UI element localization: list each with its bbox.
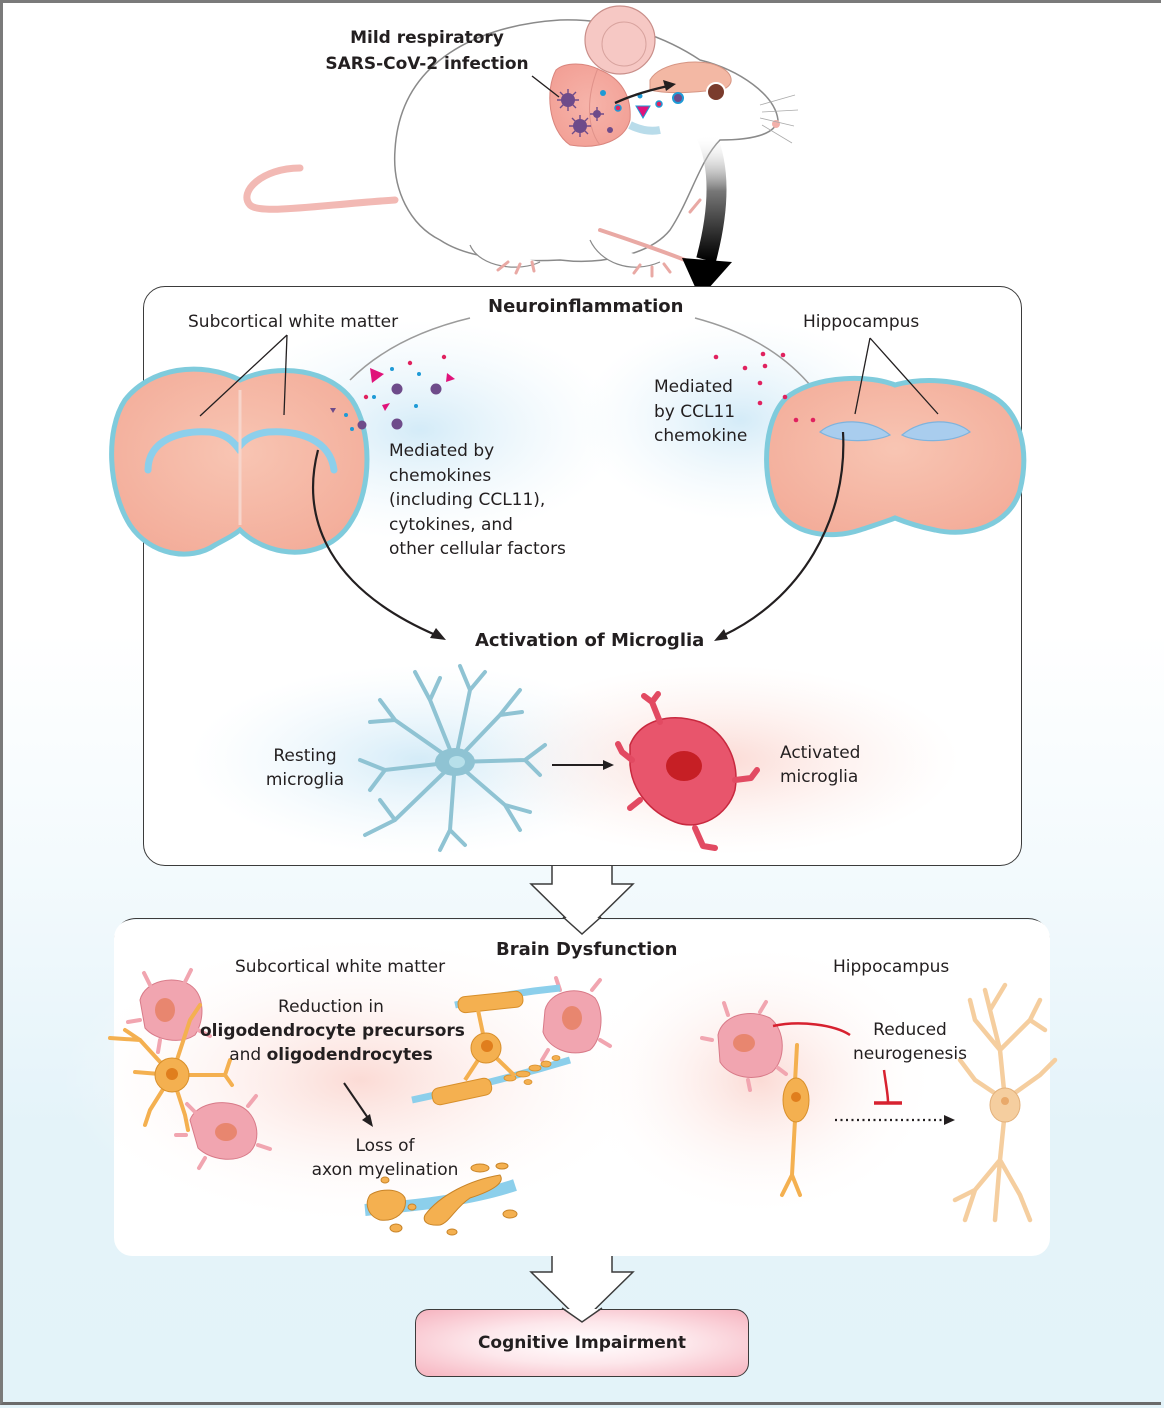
left-mediators-text: Mediated by chemokines (including CCL11)… xyxy=(389,441,566,559)
neural-progenitor-cell xyxy=(780,1043,810,1197)
mouse-illustration xyxy=(243,5,799,298)
pink-glial-cell xyxy=(174,1094,272,1170)
dysfunction-right-region-label: Hippocampus xyxy=(833,957,950,977)
neuroinflammation-title: Neuroinflammation xyxy=(488,296,684,317)
inhibition-line-1 xyxy=(772,1022,851,1037)
main-flow-arrow xyxy=(696,130,727,263)
neurogenesis-text: Reduced neurogenesis xyxy=(853,1020,967,1064)
pink-glial-cell xyxy=(540,976,612,1062)
activated-microglia-label: Activated microglia xyxy=(780,743,861,787)
oligodendrocyte-cell xyxy=(108,1003,234,1132)
resting-microglia-cell xyxy=(358,664,547,852)
mature-neuron xyxy=(952,982,1058,1223)
activation-title: Activation of Microglia xyxy=(475,630,705,651)
neuroinflammation-artwork xyxy=(109,317,1027,855)
dysfunction-left-region-label: Subcortical white matter xyxy=(235,957,446,977)
left-region-label: Subcortical white matter xyxy=(188,312,399,332)
myelinated-axon xyxy=(411,984,572,1106)
infection-label-line2: SARS-CoV-2 infection xyxy=(325,54,529,74)
brain-section-right xyxy=(764,376,1027,538)
inhibition-line-2 xyxy=(882,1069,890,1103)
mediator-particles-right xyxy=(713,351,816,423)
resting-microglia-label: Resting microglia xyxy=(265,746,345,790)
right-mediators-text: Mediated by CCL11 chemokine xyxy=(654,377,748,446)
infection-arrow xyxy=(614,84,669,105)
mouse-eye xyxy=(706,82,726,102)
mouse-tail xyxy=(243,164,399,213)
mouse-ear xyxy=(584,5,656,75)
infection-label-line1: Mild respiratory xyxy=(350,28,504,48)
right-region-label: Hippocampus xyxy=(803,312,920,332)
brain-dysfunction-title: Brain Dysfunction xyxy=(496,939,678,960)
hippocampus-right xyxy=(900,421,971,442)
mediator-particles-left xyxy=(330,354,455,431)
fragmented-myelin xyxy=(364,1162,518,1236)
arrow-left-to-activation xyxy=(312,449,439,638)
brain-section-left xyxy=(109,366,370,557)
reduction-text: Reduction in oligodendrocyte precursors … xyxy=(200,997,465,1065)
activated-microglia-cell xyxy=(615,691,760,851)
arrow-right-to-activation xyxy=(721,431,845,637)
pink-glial-cell xyxy=(700,1000,788,1092)
cognitive-impairment-label: Cognitive Impairment xyxy=(477,1333,687,1353)
loss-myelination-text: Loss of axon myelination xyxy=(311,1136,459,1180)
